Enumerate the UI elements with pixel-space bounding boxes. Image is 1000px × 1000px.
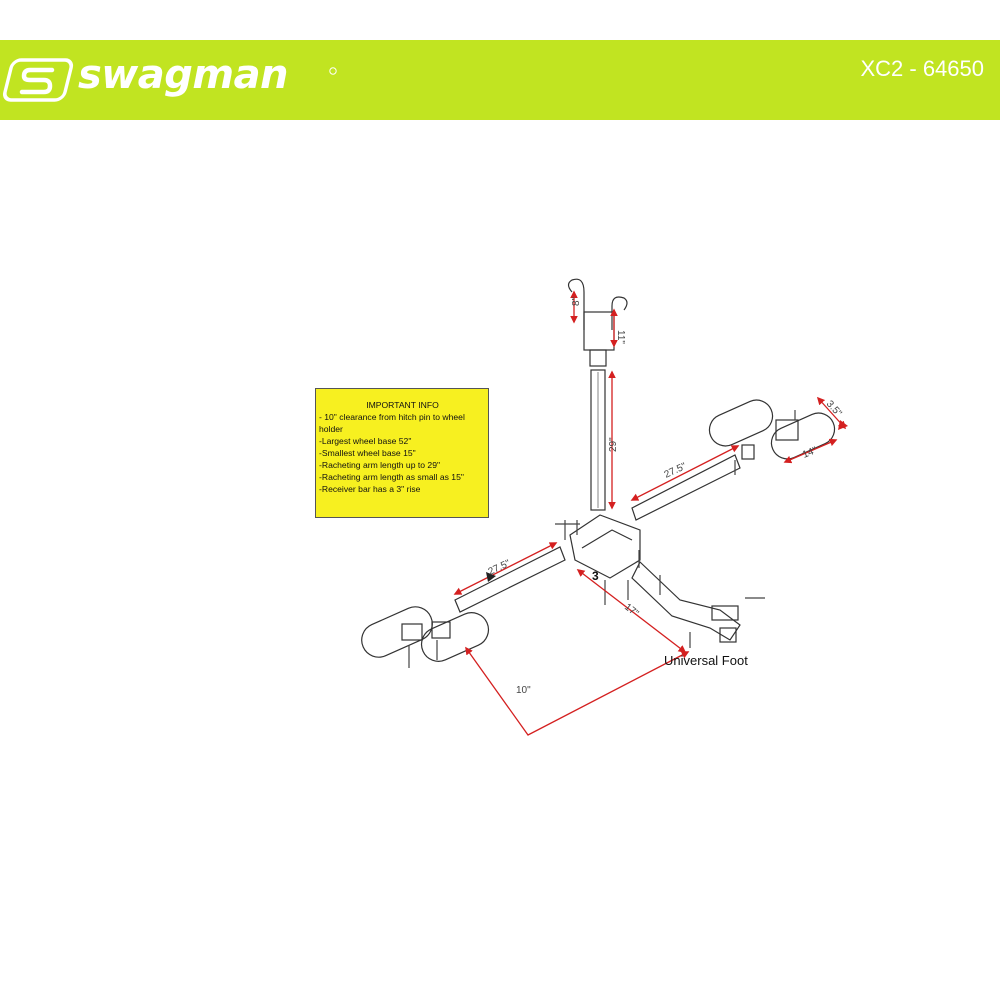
dim-label-tray-length: 14" <box>801 445 819 461</box>
top-hook-left <box>567 278 585 330</box>
info-line: - 10" clearance from hitch pin to wheel … <box>319 412 465 434</box>
dim-label-hitch: 17" <box>622 602 641 620</box>
rack-parts <box>361 278 836 668</box>
right-tray-1 <box>708 399 774 447</box>
header-banner: swagman XC2 - 64650 <box>0 40 1000 120</box>
info-line: -Racheting arm length up to 29" <box>319 460 441 470</box>
dim-label-rise: 3 <box>592 569 599 583</box>
dim-label-left-arm: 27.5" <box>487 558 513 578</box>
dim-left-arm <box>453 542 558 595</box>
dim-hitch <box>576 569 687 653</box>
swagman-logo-icon <box>2 58 337 102</box>
dim-label-top-gap-a: 8" <box>571 296 582 306</box>
important-info-box: IMPORTANT INFO - 10" clearance from hitc… <box>315 388 489 518</box>
dim-label-top-gap-b: 11" <box>615 330 626 344</box>
arrow-marker-icon <box>838 420 848 430</box>
mast <box>590 369 606 511</box>
dim-tray-length <box>783 438 838 464</box>
brand-name: swagman <box>78 52 289 98</box>
model-number: XC2 - 64650 <box>860 56 984 81</box>
left-tray-1 <box>361 606 433 658</box>
left-tray-2 <box>420 612 490 662</box>
universal-foot-label: Universal Foot <box>664 653 748 668</box>
arrow-marker-icon <box>486 572 496 582</box>
dim-label-clearance: 10" <box>516 685 531 696</box>
dim-label-mast: 29" <box>608 437 619 452</box>
info-title: IMPORTANT INFO <box>366 400 439 410</box>
info-line: -Receiver bar has a 3" rise <box>319 484 421 494</box>
right-arm <box>631 454 741 521</box>
center-hub <box>569 514 641 579</box>
dim-label-tray-width: 3.5" <box>824 399 844 420</box>
dim-clearance <box>465 646 690 736</box>
top-hook-right <box>611 296 628 330</box>
dim-right-arm <box>630 445 740 501</box>
top-clamp <box>583 311 615 351</box>
dimension-lines <box>453 290 847 736</box>
info-line: -Largest wheel base 52" <box>319 436 412 446</box>
left-arm <box>454 546 566 613</box>
info-line: -Smallest wheel base 15" <box>319 448 416 458</box>
info-line: -Racheting arm length as small as 15" <box>319 472 464 482</box>
